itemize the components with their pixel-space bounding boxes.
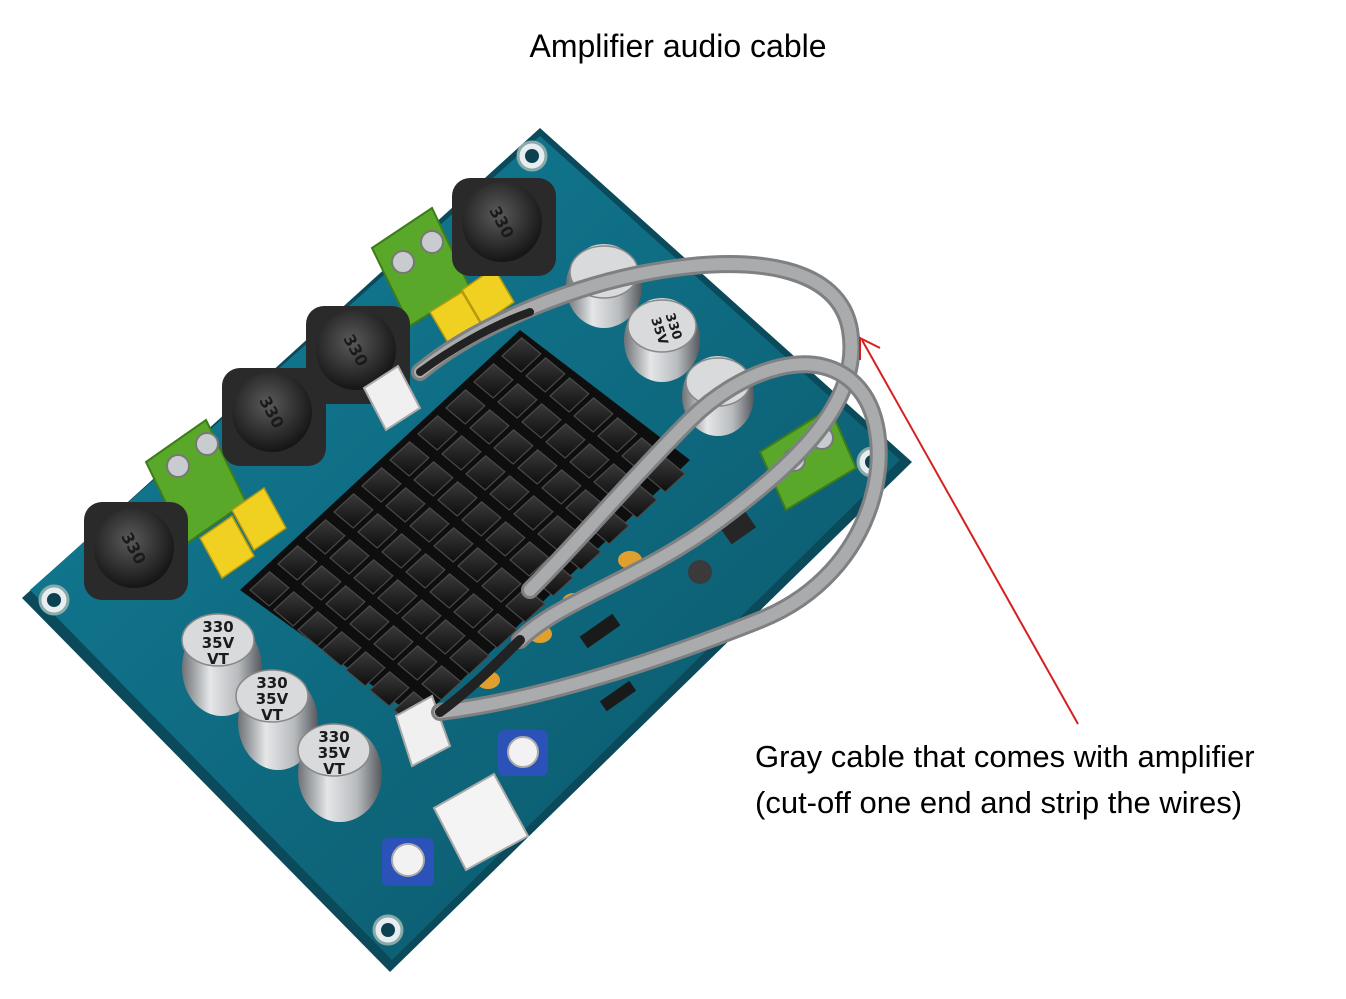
heatsink-fin bbox=[425, 619, 466, 655]
heatsink-fin bbox=[441, 435, 482, 471]
inductor-1: 330 bbox=[452, 178, 556, 276]
heatsink-fin bbox=[549, 377, 590, 413]
heatsink-fin bbox=[497, 383, 538, 419]
jst-connector-input bbox=[432, 772, 530, 872]
heatsink-fin bbox=[385, 487, 426, 523]
heatsink-fin bbox=[413, 461, 454, 497]
heatsink-fin bbox=[409, 507, 450, 543]
heatsink-fin bbox=[597, 417, 638, 453]
heatsink-fin bbox=[325, 585, 366, 621]
heatsink-fin bbox=[525, 357, 566, 393]
inductor-3: 330 bbox=[222, 368, 326, 466]
heatsink-fin bbox=[333, 493, 374, 529]
terminal-top bbox=[370, 206, 472, 328]
heatsink-fin bbox=[517, 449, 558, 485]
heatsink-fin bbox=[461, 501, 502, 537]
heatsink-fin bbox=[321, 631, 362, 667]
heatsink-fin bbox=[493, 429, 534, 465]
capacitor-label-2: 35V bbox=[202, 634, 235, 652]
inductor-4: 330 bbox=[84, 502, 188, 600]
heatsink-fin bbox=[353, 559, 394, 595]
heatsink-fin bbox=[473, 363, 514, 399]
heatsink-fin bbox=[489, 475, 530, 511]
capacitor-label-2: 35V bbox=[318, 744, 351, 762]
heatsink-fin bbox=[457, 547, 498, 583]
heatsink-fin bbox=[357, 513, 398, 549]
heatsink-fin bbox=[369, 671, 410, 707]
annotation-caption: Gray cable that comes with amplifier (cu… bbox=[755, 734, 1255, 826]
heatsink-fin bbox=[249, 571, 290, 607]
heatsink-fin bbox=[573, 397, 614, 433]
heatsink-fin bbox=[377, 579, 418, 615]
heatsink-fin bbox=[381, 533, 422, 569]
heatsink-fin bbox=[345, 651, 386, 687]
capacitor-label-1: 330 bbox=[202, 618, 233, 636]
heatsink bbox=[240, 330, 690, 727]
heatsink-fin bbox=[361, 467, 402, 503]
heatsink-fin bbox=[501, 337, 542, 373]
heatsink-fin bbox=[445, 389, 486, 425]
capacitor-label-2: 35V bbox=[256, 690, 289, 708]
heatsink-fin bbox=[401, 599, 442, 635]
heatsink-fin bbox=[465, 455, 506, 491]
heatsink-fin bbox=[513, 495, 554, 531]
caption-line-1: Gray cable that comes with amplifier bbox=[755, 739, 1255, 774]
heatsink-fin bbox=[469, 409, 510, 445]
capacitor-label-3: VT bbox=[207, 650, 230, 668]
heatsink-fin bbox=[521, 403, 562, 439]
capacitor-tr-2: 330 35V bbox=[624, 298, 700, 382]
heatsink-fin bbox=[477, 613, 518, 649]
heatsink-fin bbox=[421, 665, 462, 701]
heatsink-fin bbox=[545, 423, 586, 459]
heatsink-fin bbox=[449, 639, 490, 675]
annotation-arrow bbox=[859, 336, 1079, 725]
heatsink-fin bbox=[437, 481, 478, 517]
heatsink-fin bbox=[297, 611, 338, 647]
heatsink-fin bbox=[429, 573, 470, 609]
heatsink-fin bbox=[389, 441, 430, 477]
heatsink-fin bbox=[405, 553, 446, 589]
film-capacitors bbox=[199, 266, 516, 580]
heatsink-fin bbox=[417, 415, 458, 451]
heatsink-fin bbox=[277, 545, 318, 581]
heatsink-fin bbox=[569, 443, 610, 479]
heatsink-fin bbox=[397, 645, 438, 681]
jst-connector-top bbox=[362, 364, 422, 432]
page-title: Amplifier audio cable bbox=[529, 28, 827, 64]
capacitor-label-1: 330 bbox=[318, 728, 349, 746]
electrolytic-capacitors: 330 35V 330 35V VT 330 35V VT 330 35V VT bbox=[181, 244, 754, 822]
gray-audio-cable bbox=[411, 255, 888, 721]
heatsink-fin bbox=[433, 527, 474, 563]
screw-terminals bbox=[144, 206, 858, 546]
heatsink-fin bbox=[329, 539, 370, 575]
capacitor-label-3: VT bbox=[323, 760, 346, 778]
heatsink-fin bbox=[541, 469, 582, 505]
inductors: 330 330 330 330 bbox=[84, 178, 556, 600]
heatsink-fin bbox=[481, 567, 522, 603]
heatsink-fin bbox=[349, 605, 390, 641]
heatsink-fin bbox=[485, 521, 526, 557]
heatsink-fin bbox=[453, 593, 494, 629]
potentiometer-2 bbox=[382, 838, 434, 886]
heatsink-fin bbox=[305, 519, 346, 555]
heatsink-fin bbox=[273, 591, 314, 627]
heatsink-fin bbox=[301, 565, 342, 601]
heatsink-fin bbox=[373, 625, 414, 661]
capacitor-label-3: VT bbox=[261, 706, 284, 724]
capacitor-label-1: 330 bbox=[256, 674, 287, 692]
potentiometer-1 bbox=[498, 730, 548, 776]
capacitor-bl-3: 330 35V VT bbox=[297, 723, 382, 822]
caption-line-2: (cut-off one end and strip the wires) bbox=[755, 785, 1243, 820]
